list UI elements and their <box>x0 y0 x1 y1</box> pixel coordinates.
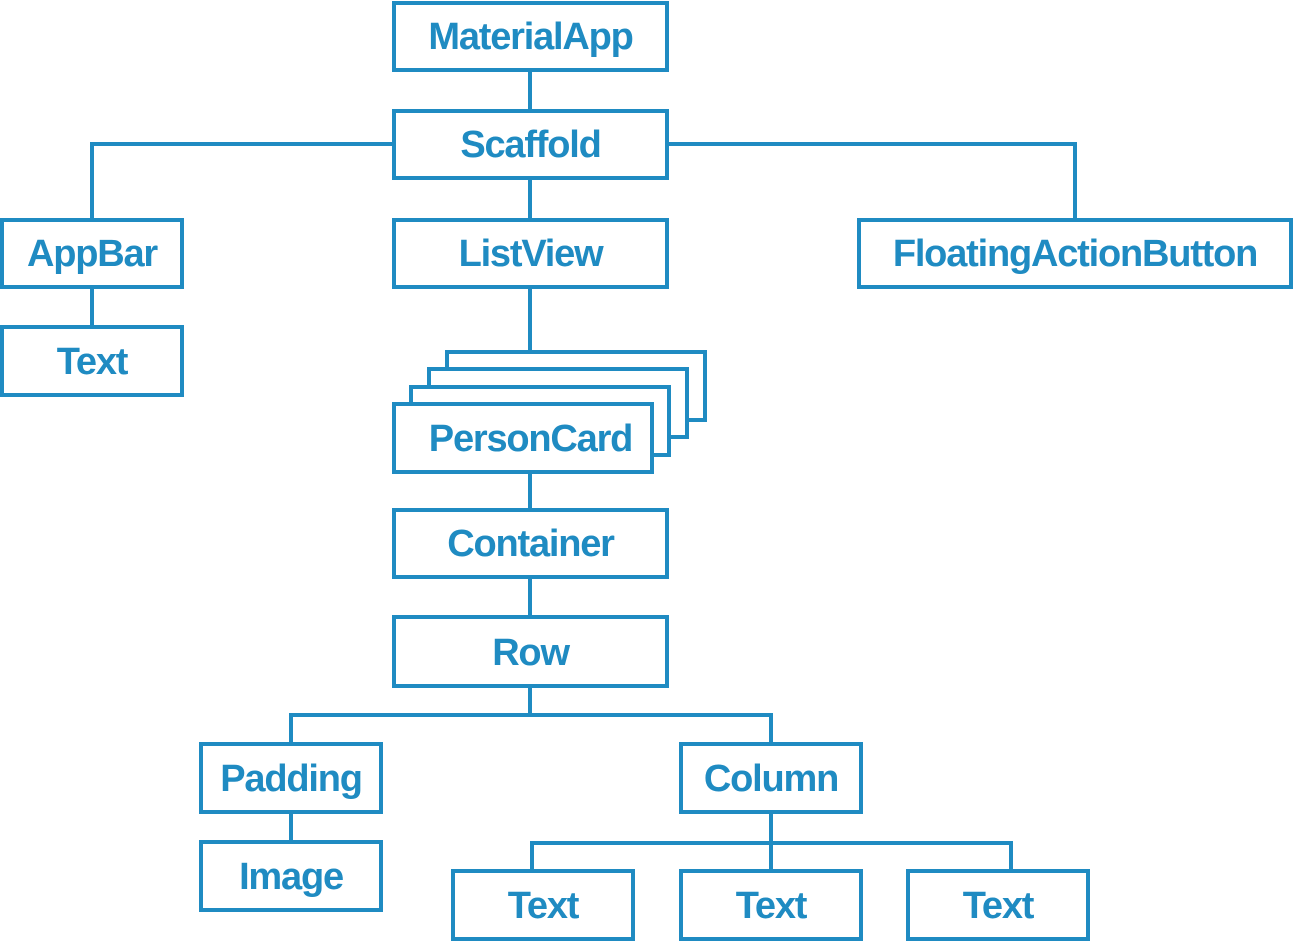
node-label: Padding <box>220 758 362 800</box>
node-box <box>392 402 654 474</box>
node-floatingactionbutton: FloatingActionButton <box>857 218 1293 289</box>
node-label: Image <box>239 856 343 898</box>
node-scaffold: Scaffold <box>392 109 669 180</box>
node-column-text-3: Text <box>906 869 1090 941</box>
node-appbar-text: Text <box>0 325 184 397</box>
tree-connectors <box>90 70 1077 871</box>
node-listview: ListView <box>392 218 669 289</box>
node-box <box>679 869 863 941</box>
node-padding: Padding <box>199 742 383 814</box>
node-container: Container <box>392 508 669 579</box>
node-column-text-2: Text <box>679 869 863 941</box>
node-box <box>679 742 863 814</box>
node-label: Scaffold <box>460 124 600 166</box>
node-row: Row <box>392 615 669 688</box>
node-label: Text <box>736 885 808 927</box>
node-box <box>392 1 669 72</box>
edge-scaffold-fab <box>667 142 1077 220</box>
node-box <box>199 840 383 912</box>
node-label: Column <box>704 758 838 800</box>
node-label: FloatingActionButton <box>893 233 1257 275</box>
node-appbar: AppBar <box>0 218 184 289</box>
node-box <box>392 615 669 688</box>
node-label: Text <box>57 341 129 383</box>
node-label: Text <box>963 885 1035 927</box>
node-label: ListView <box>459 233 605 275</box>
node-box <box>199 742 383 814</box>
node-box <box>906 869 1090 941</box>
node-personcard: PersonCard <box>392 402 654 474</box>
node-label: MaterialApp <box>428 16 632 58</box>
node-label: Text <box>508 885 580 927</box>
node-column-text-1: Text <box>451 869 635 941</box>
edge-scaffold-appbar <box>90 142 394 220</box>
node-box <box>857 218 1293 289</box>
node-label: Row <box>492 632 570 674</box>
node-box <box>0 218 184 289</box>
node-box <box>0 325 184 397</box>
node-personcard-stack: PersonCard <box>392 350 707 474</box>
node-box <box>392 109 669 180</box>
edge-column-children <box>530 812 1013 871</box>
node-box <box>392 218 669 289</box>
node-label: PersonCard <box>429 418 632 460</box>
node-box <box>451 869 635 941</box>
node-image: Image <box>199 840 383 912</box>
node-box <box>392 508 669 579</box>
node-materialapp: MaterialApp <box>392 1 669 72</box>
node-label: Container <box>447 523 615 565</box>
node-label: AppBar <box>27 233 158 275</box>
edge-row-children <box>289 686 773 744</box>
node-column: Column <box>679 742 863 814</box>
